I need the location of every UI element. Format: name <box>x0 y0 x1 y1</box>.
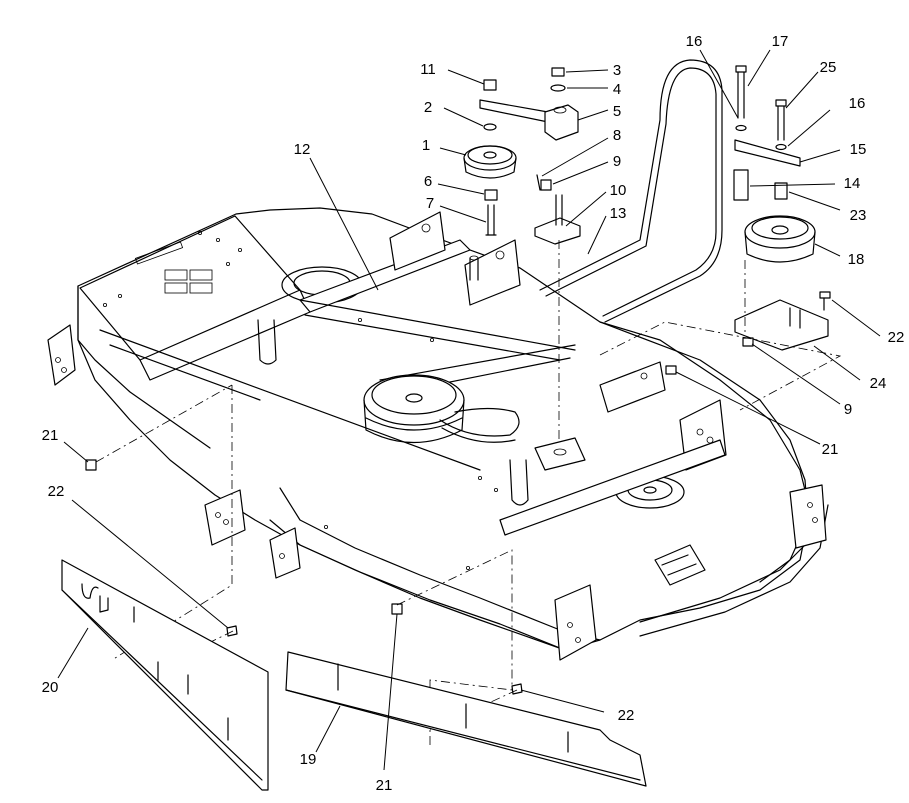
callout-16-left: 16 <box>686 33 703 50</box>
callout-2: 2 <box>424 99 432 116</box>
callout-25: 25 <box>820 59 837 76</box>
callout-3: 3 <box>613 62 621 79</box>
baffle-left <box>61 559 269 791</box>
callout-21-left: 21 <box>42 427 59 444</box>
callout-9-top: 9 <box>613 153 621 170</box>
callout-22-left: 22 <box>48 483 65 500</box>
callout-10: 10 <box>610 182 627 199</box>
drive-belt <box>539 59 723 323</box>
callout-14: 14 <box>844 175 861 192</box>
callout-5: 5 <box>613 103 621 120</box>
callout-22-bottom: 22 <box>618 707 635 724</box>
callout-21-right: 21 <box>822 441 839 458</box>
callout-15: 15 <box>850 141 867 158</box>
callout-22-right: 22 <box>888 329 905 346</box>
callout-17: 17 <box>772 33 789 50</box>
spindle-post-assembly <box>534 67 581 440</box>
callout-6: 6 <box>424 173 432 190</box>
mower-deck <box>47 207 829 661</box>
leader-lines <box>57 49 881 771</box>
callout-19: 19 <box>300 751 317 768</box>
callout-24: 24 <box>870 375 887 392</box>
callout-1: 1 <box>422 137 430 154</box>
idler-pulley-assembly <box>463 79 549 236</box>
callout-8: 8 <box>613 127 621 144</box>
callout-18: 18 <box>848 251 865 268</box>
callout-13: 13 <box>610 205 627 222</box>
callout-labels: 1 2 3 4 5 6 7 8 9 9 10 11 12 13 14 15 16… <box>42 33 905 794</box>
callout-23: 23 <box>850 207 867 224</box>
idler-arm-assembly <box>599 65 842 411</box>
callout-12: 12 <box>294 141 311 158</box>
callout-11: 11 <box>420 61 436 78</box>
callout-7: 7 <box>426 195 434 212</box>
baffle-front <box>285 651 647 787</box>
callout-20: 20 <box>42 679 59 696</box>
callout-21-bottom: 21 <box>376 777 393 794</box>
callout-16-right: 16 <box>849 95 866 112</box>
callout-9-right: 9 <box>844 401 852 418</box>
callout-4: 4 <box>613 81 621 98</box>
